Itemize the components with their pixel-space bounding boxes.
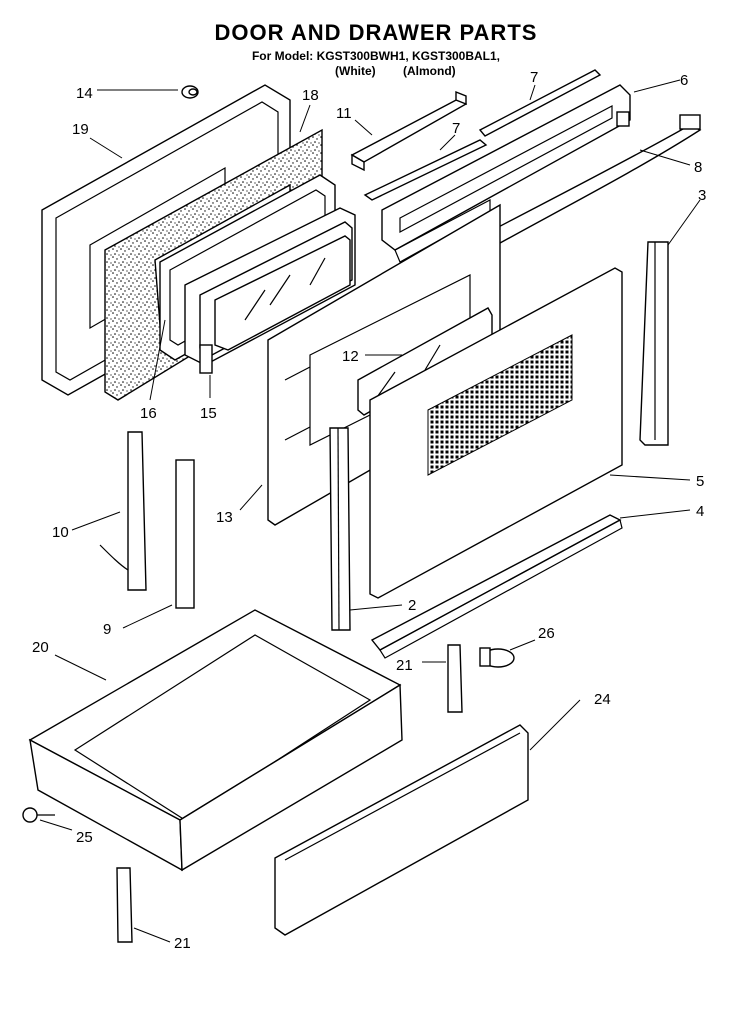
callout-11: 11 (336, 105, 352, 122)
callout-15: 15 (200, 405, 217, 422)
trim-strip-7b (363, 139, 488, 201)
callout-14: 14 (76, 85, 93, 102)
callout-24: 24 (594, 691, 611, 708)
drawer-slide-21a (447, 644, 463, 713)
callout-13: 13 (216, 509, 233, 526)
callout-21b: 21 (174, 935, 191, 952)
callout-20: 20 (32, 639, 49, 656)
side-trim-3 (639, 241, 669, 446)
callout-4: 4 (696, 503, 704, 520)
drawer-body-20 (28, 609, 403, 872)
hinge-bracket-10 (99, 431, 147, 591)
diagram-title: DOOR AND DRAWER PARTS (214, 20, 538, 45)
callout-16: 16 (140, 405, 157, 422)
callout-5: 5 (696, 473, 704, 490)
callout-7a: 7 (530, 69, 538, 86)
trim-strip-7a (478, 69, 602, 137)
side-trim-2 (329, 427, 351, 631)
variant-almond: (Almond) (403, 64, 456, 78)
callout-25: 25 (76, 829, 93, 846)
callout-9: 9 (103, 621, 111, 638)
callout-2: 2 (408, 597, 416, 614)
callout-12: 12 (342, 348, 359, 365)
outer-door-panel-5 (369, 267, 623, 599)
leader-lines (39, 79, 701, 943)
drawer-front-24 (274, 724, 529, 936)
model-line: For Model: KGST300BWH1, KGST300BAL1, (251, 49, 501, 63)
drawer-slide-21b (116, 867, 133, 943)
roller-26 (479, 647, 515, 668)
door-glass-15 (184, 207, 356, 374)
callout-19: 19 (72, 121, 89, 138)
callout-21a: 21 (396, 657, 413, 674)
callout-6: 6 (680, 72, 688, 89)
bracket-11 (350, 90, 468, 172)
screw-25 (22, 807, 55, 823)
callout-18: 18 (302, 87, 319, 104)
bottom-channel-4 (370, 514, 623, 659)
callout-7b: 7 (452, 120, 460, 137)
vent-channel-6 (381, 84, 631, 263)
callout-26: 26 (538, 625, 555, 642)
spacer-9 (175, 459, 195, 609)
callout-labels: 14 19 18 11 7 6 7 8 3 12 16 15 13 5 4 10… (32, 69, 706, 952)
bumper-14 (181, 85, 199, 99)
variant-white: (White) (335, 64, 376, 78)
callout-10: 10 (52, 524, 69, 541)
callout-3: 3 (698, 187, 706, 204)
callout-8: 8 (694, 159, 702, 176)
